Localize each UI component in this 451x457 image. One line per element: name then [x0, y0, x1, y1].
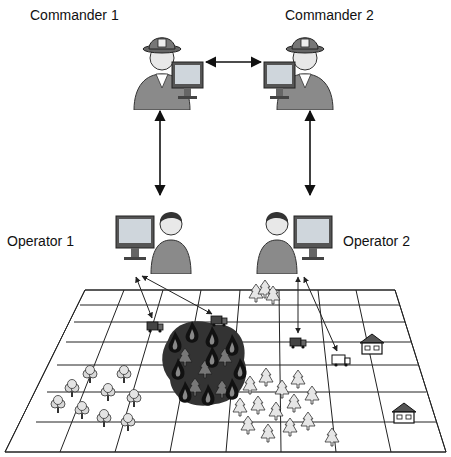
operator-icon — [113, 196, 193, 278]
operator-node: Operator 2 — [255, 196, 445, 274]
role-label: Operator 2 — [343, 232, 410, 250]
communication-arrow — [309, 111, 311, 195]
role-label: Commander 1 — [30, 6, 119, 24]
role-label: Commander 2 — [285, 6, 374, 24]
commander-node: Commander 2 — [262, 4, 402, 110]
communication-arrow — [206, 61, 261, 63]
operator-node: Operator 1 — [5, 196, 195, 274]
firefighter-icon — [120, 28, 205, 114]
operator-icon — [255, 196, 335, 278]
role-label: Operator 1 — [7, 232, 74, 250]
communication-arrow — [159, 111, 161, 195]
firefighter-icon — [262, 28, 347, 114]
commander-node: Commander 1 — [25, 4, 205, 110]
